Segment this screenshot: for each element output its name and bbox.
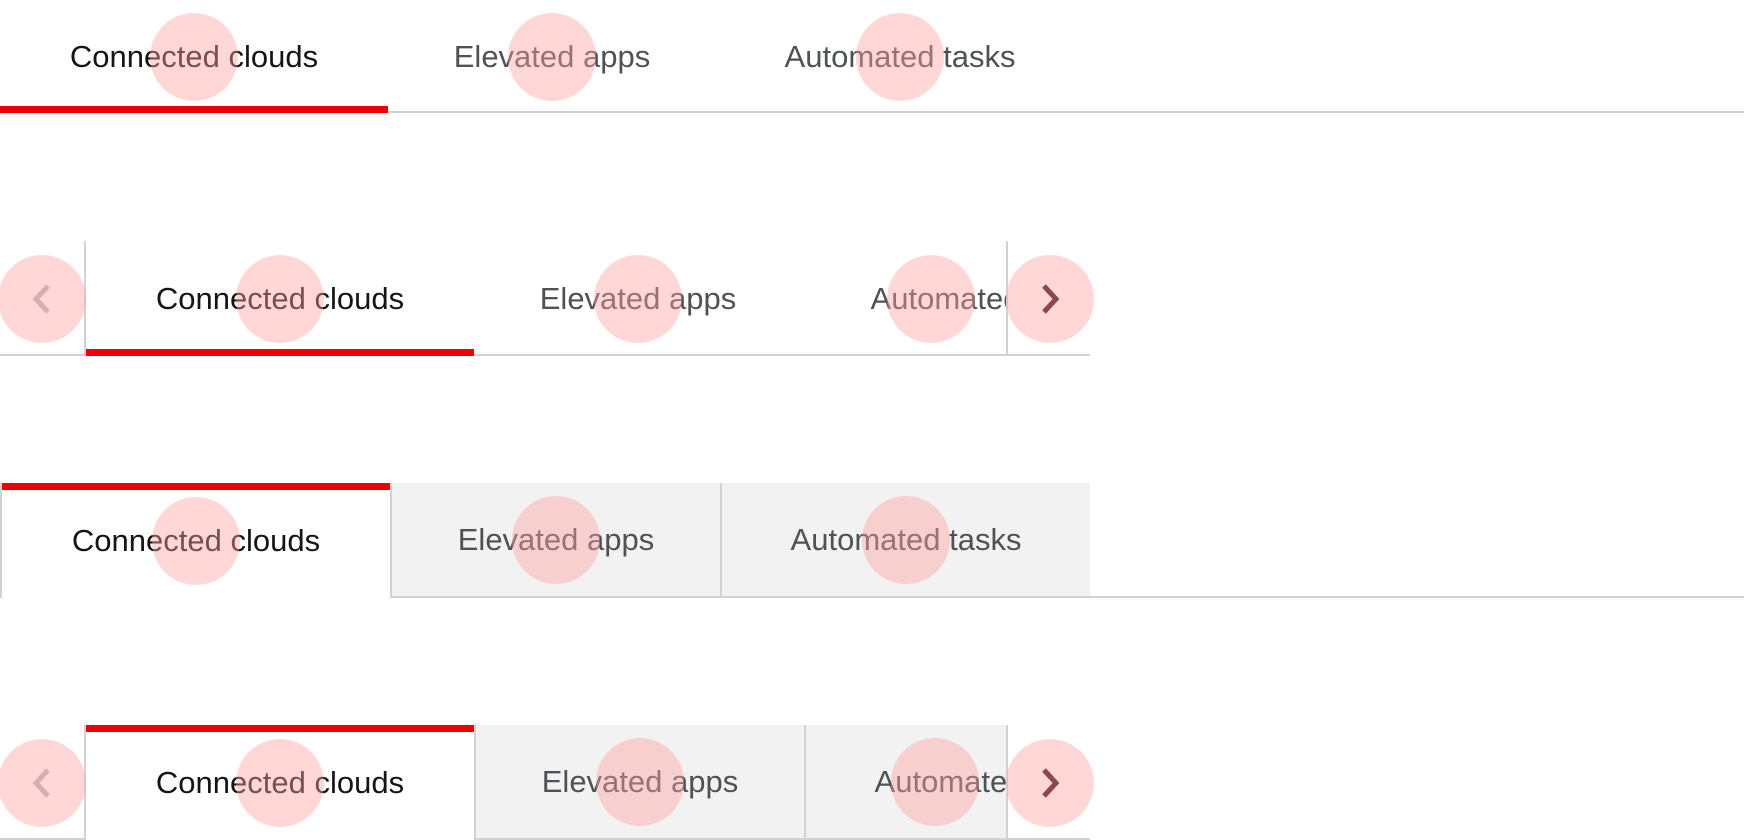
tab-elevated-apps[interactable]: Elevated apps xyxy=(476,725,806,840)
chevron-left-icon xyxy=(31,283,53,315)
tab-connected-clouds[interactable]: Connected clouds xyxy=(0,483,392,598)
tab-label: Connected clouds xyxy=(69,38,319,74)
tab-automated-tasks[interactable]: Automated tasks xyxy=(806,725,1008,840)
tabs-baseline xyxy=(0,354,1090,356)
active-tab-indicator xyxy=(86,725,474,732)
scroll-separator-right xyxy=(1006,725,1008,840)
scroll-right-button[interactable] xyxy=(1006,241,1094,356)
tab-label: Elevated apps xyxy=(541,763,739,799)
tab-label: Elevated apps xyxy=(453,38,651,74)
tab-label: Automated tasks xyxy=(790,521,1022,557)
scroll-separator-right xyxy=(1006,241,1008,356)
scroll-left-button[interactable] xyxy=(0,241,86,356)
tab-label: Elevated apps xyxy=(539,280,737,316)
tab-connected-clouds[interactable]: Connected clouds xyxy=(86,241,474,356)
tab-automated-tasks[interactable]: Automated tasks xyxy=(716,0,1084,113)
tab-elevated-apps[interactable]: Elevated apps xyxy=(474,241,802,356)
tab-connected-clouds[interactable]: Connected clouds xyxy=(0,0,388,113)
tabs-scroll-area: Connected clouds Elevated apps Automated… xyxy=(84,725,1008,840)
tab-label: Automated tasks xyxy=(874,763,1008,799)
tab-label: Connected clouds xyxy=(155,280,405,316)
tab-connected-clouds[interactable]: Connected clouds xyxy=(84,725,476,840)
tab-label: Automated tasks xyxy=(870,280,1006,316)
active-tab-indicator xyxy=(2,483,390,490)
tab-automated-tasks[interactable]: Automated tasks xyxy=(802,241,1006,356)
tabs-baseline xyxy=(0,111,1744,113)
tab-label: Connected clouds xyxy=(155,764,405,800)
active-tab-indicator xyxy=(86,349,474,356)
chevron-right-icon xyxy=(1039,767,1061,799)
tab-label: Connected clouds xyxy=(71,522,321,558)
tab-elevated-apps[interactable]: Elevated apps xyxy=(392,483,722,598)
scroll-left-button[interactable] xyxy=(0,725,86,840)
tabs-scroll-area: Connected clouds Elevated apps Automated… xyxy=(86,241,1006,356)
tab-automated-tasks[interactable]: Automated tasks xyxy=(722,483,1090,598)
tab-label: Automated tasks xyxy=(784,38,1016,74)
scroll-right-button[interactable] xyxy=(1006,725,1094,840)
scroll-separator-left xyxy=(84,241,86,356)
chevron-right-icon xyxy=(1039,283,1061,315)
active-tab-indicator xyxy=(0,106,388,113)
tabs-boxed: Connected clouds Elevated apps Automated… xyxy=(0,483,1744,598)
tab-elevated-apps[interactable]: Elevated apps xyxy=(388,0,716,113)
tabs-default-scrollable: Connected clouds Elevated apps Automated… xyxy=(0,241,1094,356)
tab-label: Elevated apps xyxy=(457,521,655,557)
tabs-boxed-scrollable: Connected clouds Elevated apps Automated… xyxy=(0,725,1094,840)
chevron-left-icon xyxy=(31,767,53,799)
tabs-default: Connected clouds Elevated apps Automated… xyxy=(0,0,1744,113)
